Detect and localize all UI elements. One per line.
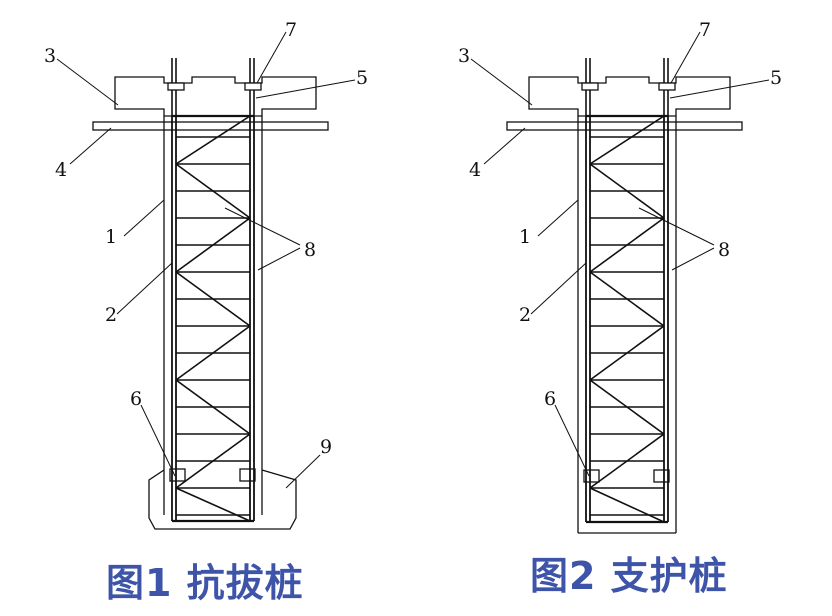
callout-label-9: 9 xyxy=(320,436,332,458)
enlarged-pile-base xyxy=(148,469,297,530)
bar-coupler xyxy=(167,82,185,91)
callout-label-4: 4 xyxy=(469,159,481,181)
leader-line xyxy=(224,207,301,246)
cage-diagonal xyxy=(589,487,665,523)
figure-1-uplift-pile: 1 2 3 4 5 6 7 8 9 xyxy=(44,19,368,530)
figure-1-caption: 图1 抗拔桩 xyxy=(106,561,304,605)
cage-diagonal xyxy=(589,379,665,435)
callout-label-3: 3 xyxy=(44,45,56,67)
leader-line xyxy=(671,247,715,271)
callout-label-8: 8 xyxy=(304,239,316,261)
leader-line xyxy=(554,404,590,477)
cage-diagonal xyxy=(175,163,251,219)
cage-diagonal xyxy=(589,115,665,165)
cage-diagonal xyxy=(175,487,251,522)
callout-label-6: 6 xyxy=(544,388,556,410)
callout-label-3: 3 xyxy=(458,45,470,67)
callout-label-1: 1 xyxy=(105,226,117,248)
leader-line xyxy=(256,31,287,84)
cage-diagonal xyxy=(175,115,251,165)
bar-coupler xyxy=(658,82,676,91)
callout-label-7: 7 xyxy=(285,19,297,41)
callout-label-4: 4 xyxy=(55,159,67,181)
figure-2-support-pile: 1 2 3 4 5 6 7 8 xyxy=(458,19,782,534)
leader-line xyxy=(669,79,770,99)
figure-2-caption: 图2 支护桩 xyxy=(530,554,728,598)
cage-diagonal xyxy=(175,379,251,435)
leader-line xyxy=(257,247,301,271)
bottom-plate xyxy=(239,468,256,482)
leader-line xyxy=(140,404,176,477)
pile-shaft-outline xyxy=(163,116,263,515)
callout-label-1: 1 xyxy=(519,226,531,248)
cage-diagonal xyxy=(175,433,251,489)
bar-coupler xyxy=(244,82,262,91)
cage-diagonal xyxy=(589,433,665,489)
ground-slab xyxy=(506,121,743,131)
leader-line xyxy=(255,79,356,99)
callout-label-5: 5 xyxy=(770,67,782,89)
callout-label-8: 8 xyxy=(718,239,730,261)
leader-line xyxy=(69,127,112,165)
bottom-plate xyxy=(653,469,670,483)
leader-line xyxy=(285,454,321,489)
leader-line xyxy=(116,262,173,315)
callout-label-2: 2 xyxy=(519,304,531,326)
cage-diagonal xyxy=(589,163,665,219)
cage-diagonal xyxy=(175,217,251,273)
cage-diagonal xyxy=(175,325,251,381)
leader-line xyxy=(537,199,579,237)
leader-line xyxy=(470,58,533,106)
leader-line xyxy=(530,262,587,315)
bottom-plate xyxy=(169,468,186,482)
cage-diagonal xyxy=(175,271,251,327)
callout-label-5: 5 xyxy=(356,67,368,89)
bottom-plate xyxy=(583,469,600,483)
pile-cap-block xyxy=(114,76,317,117)
cage-diagonal xyxy=(589,271,665,327)
callout-label-6: 6 xyxy=(130,388,142,410)
leader-line xyxy=(123,199,165,237)
cage-diagonal xyxy=(589,217,665,273)
leader-line xyxy=(670,31,701,84)
callout-label-7: 7 xyxy=(699,19,711,41)
bar-coupler xyxy=(581,82,599,91)
pile-cap-block xyxy=(528,76,731,117)
leader-line xyxy=(483,127,526,165)
leader-line xyxy=(638,207,715,246)
callout-label-2: 2 xyxy=(105,304,117,326)
pile-shaft-outline xyxy=(577,116,677,534)
cage-diagonal xyxy=(589,325,665,381)
ground-slab xyxy=(92,121,329,131)
leader-line xyxy=(56,58,119,106)
